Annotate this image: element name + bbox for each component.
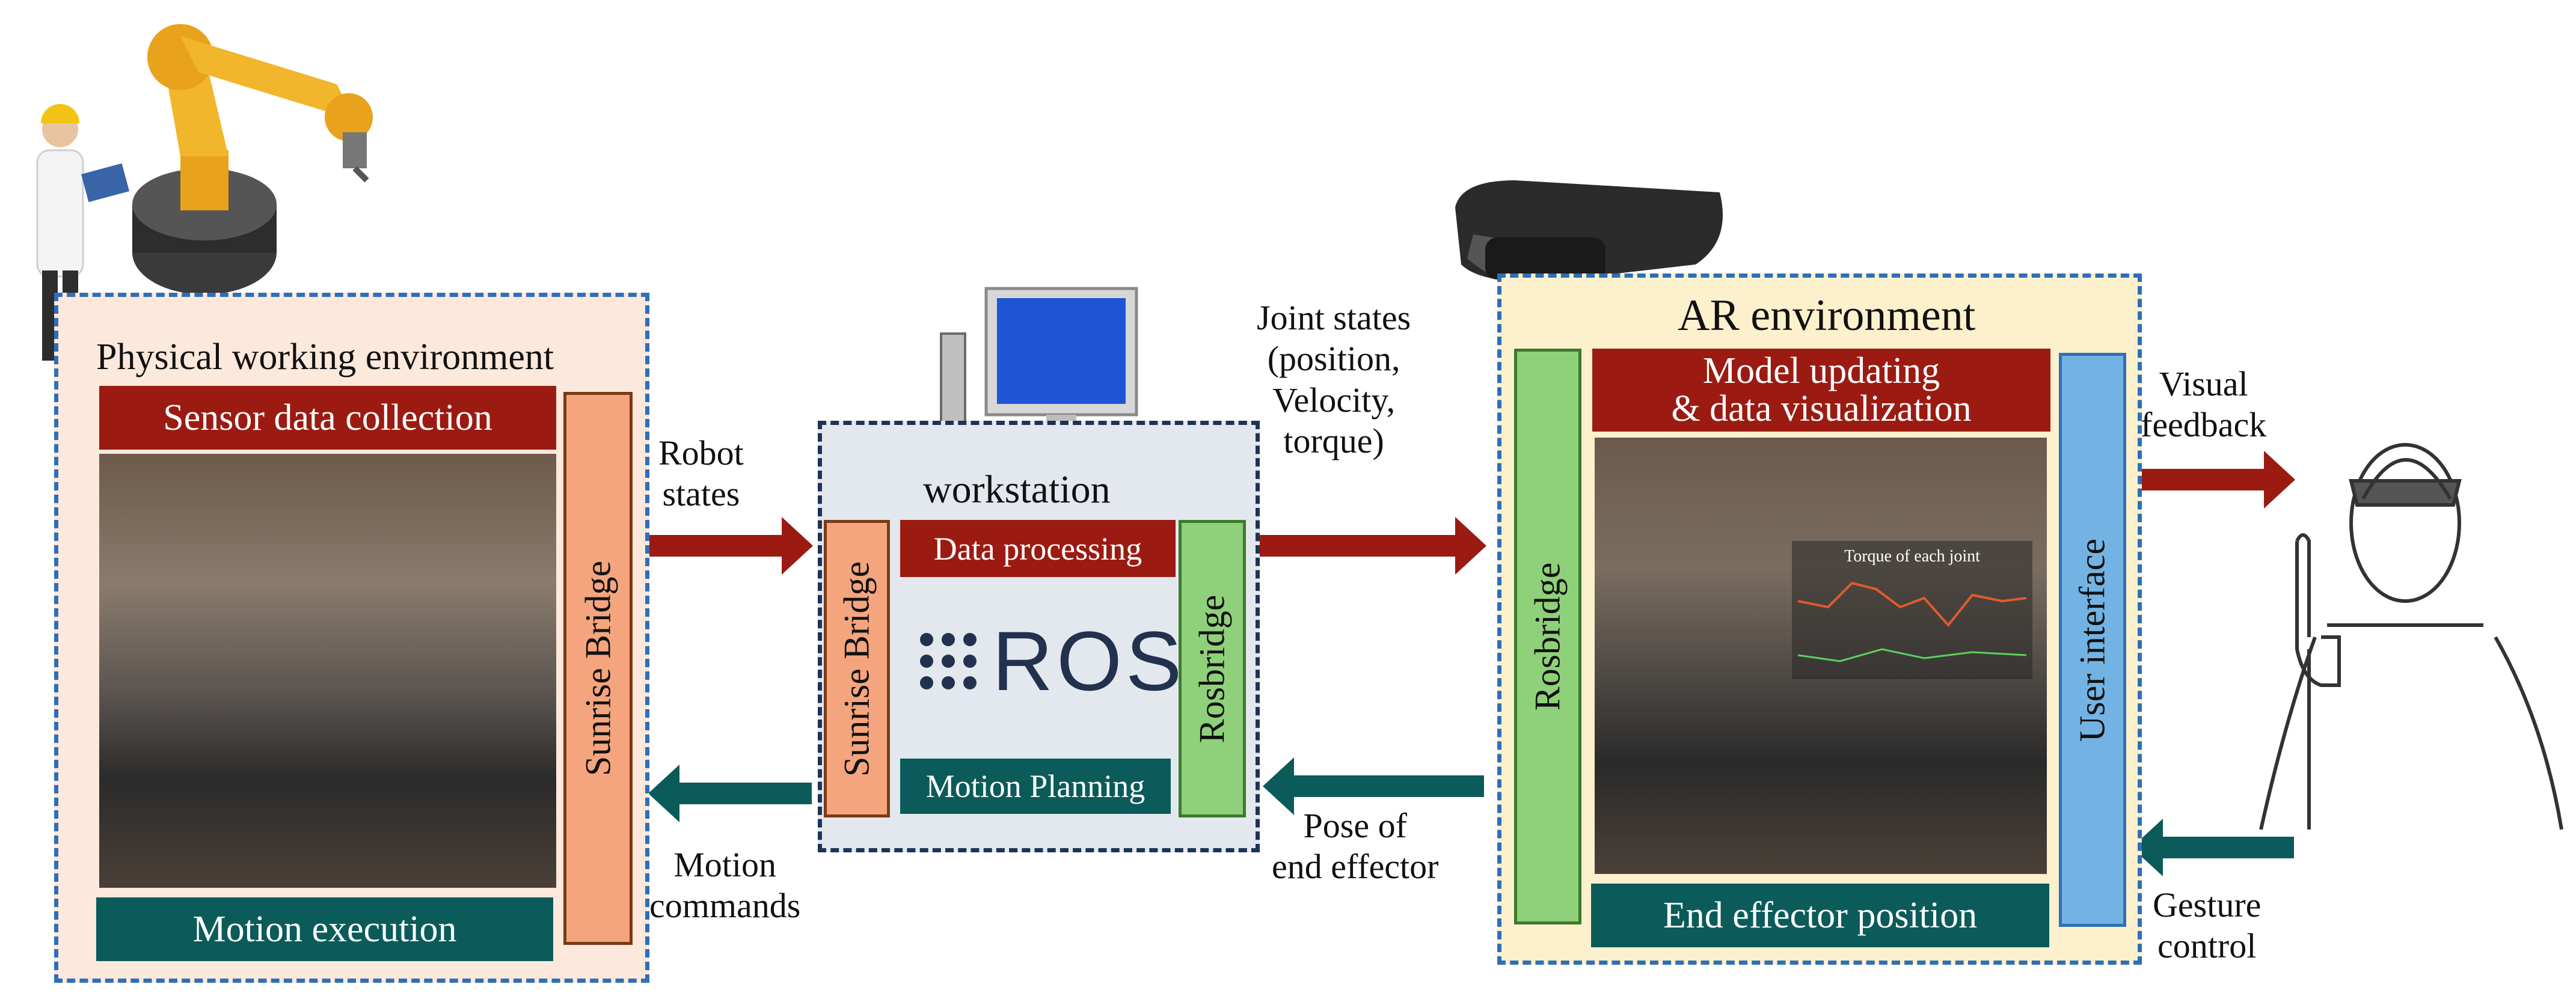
visual-feedback-arrow	[2132, 451, 2295, 509]
ar-environment-title: AR environment	[1678, 291, 1976, 340]
robot-states-label: Robot states	[658, 433, 744, 514]
user-gesture-figure-icon	[2259, 443, 2563, 830]
model-updating-line2: & data visualization	[1671, 388, 1972, 429]
data-processing-bar: Data processing	[900, 520, 1176, 577]
workstation-computer-icon	[940, 287, 1138, 465]
ros-dots-icon	[920, 633, 977, 689]
industrial-robot-arm-icon	[132, 24, 373, 295]
joint-states-label: Joint states (position, Velocity, torque…	[1257, 298, 1411, 461]
joint-states-arrow	[1260, 517, 1486, 575]
ar-rosbridge: Rosbridge	[1514, 349, 1581, 924]
model-updating-line1: Model updating	[1702, 350, 1940, 391]
torque-chart-overlay: Torque of each joint	[1792, 541, 2032, 679]
motion-commands-label: Motion commands	[649, 845, 801, 926]
ros-logo: ROS	[920, 619, 1182, 703]
workstation-rosbridge: Rosbridge	[1179, 520, 1246, 817]
user-interface-bar: User interface	[2059, 353, 2126, 927]
motion-commands-arrow	[648, 765, 812, 822]
sensor-data-collection-bar: Sensor data collection	[99, 386, 556, 450]
robot-states-arrow	[649, 517, 813, 575]
user-interface-label: User interface	[2072, 538, 2112, 742]
robot-photo	[99, 454, 556, 888]
gesture-control-arrow	[2132, 819, 2294, 876]
visual-feedback-label: Visual feedback	[2141, 364, 2267, 445]
workstation-sunrise-bridge-label: Sunrise Bridge	[836, 561, 877, 777]
physical-environment-title: Physical working environment	[96, 337, 554, 377]
physical-sunrise-bridge: Sunrise Bridge	[563, 392, 633, 945]
motion-execution-bar: Motion execution	[96, 897, 553, 961]
physical-sunrise-bridge-label: Sunrise Bridge	[578, 560, 618, 777]
pose-label: Pose of end effector	[1272, 806, 1439, 887]
pose-arrow	[1263, 757, 1484, 815]
ar-rosbridge-label: Rosbridge	[1527, 562, 1568, 711]
ar-headset-icon	[1455, 180, 1723, 288]
workstation-sunrise-bridge: Sunrise Bridge	[824, 520, 890, 817]
gesture-control-label: Gesture control	[2153, 885, 2262, 966]
ros-wordmark: ROS	[992, 614, 1186, 708]
end-effector-position-bar: End effector position	[1591, 884, 2049, 947]
torque-chart-lines	[1797, 581, 2027, 662]
workstation-title: workstation	[923, 468, 1111, 512]
model-updating-bar: Model updating & data visualization	[1592, 349, 2050, 432]
motion-planning-bar: Motion Planning	[900, 759, 1171, 814]
workstation-rosbridge-label: Rosbridge	[1192, 594, 1232, 743]
torque-chart-title: Torque of each joint	[1844, 547, 1980, 566]
